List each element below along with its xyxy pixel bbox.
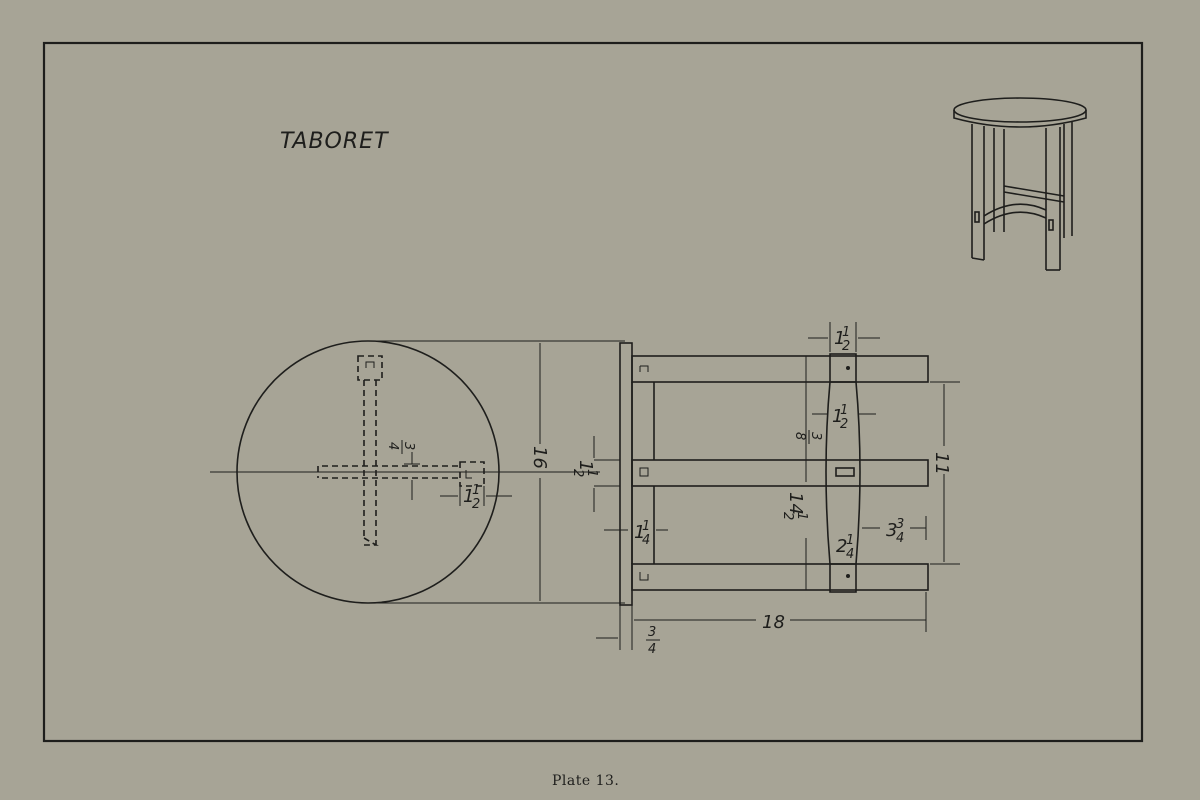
- svg-text:1: 1: [584, 469, 599, 477]
- svg-text:1: 1: [472, 483, 480, 498]
- svg-text:4: 4: [896, 531, 904, 546]
- dim-leg-spacing: 1 1 2: [570, 460, 599, 477]
- svg-text:1: 1: [463, 486, 474, 507]
- svg-text:2: 2: [472, 497, 480, 512]
- dim-stretcher-thickness: 1 1 2: [832, 403, 848, 432]
- svg-text:1: 1: [846, 533, 854, 548]
- svg-text:4: 4: [642, 533, 650, 548]
- svg-text:1: 1: [575, 460, 596, 471]
- perspective-sketch: [953, 97, 1087, 271]
- dim-notch-width: 1 1 2: [463, 483, 480, 512]
- svg-text:3: 3: [808, 432, 823, 440]
- svg-text:3: 3: [401, 442, 416, 450]
- plate-caption: Plate 13.: [552, 773, 619, 789]
- svg-text:3: 3: [886, 520, 897, 541]
- dim-top-diameter: 16: [529, 446, 550, 469]
- dim-16-lines: [368, 340, 625, 604]
- svg-text:2: 2: [570, 469, 585, 477]
- leg-upper: [631, 355, 929, 383]
- svg-text:1: 1: [794, 512, 809, 520]
- svg-text:4: 4: [846, 547, 854, 562]
- leg-middle: [631, 459, 929, 487]
- plate-border: [42, 41, 1144, 743]
- svg-text:1: 1: [832, 406, 843, 427]
- svg-text:2: 2: [836, 536, 847, 557]
- dim-leg-span: 14 1 2: [780, 492, 809, 520]
- dim-cross-width: 3 4: [385, 440, 416, 454]
- dim-leg-width: 1 1 2: [834, 325, 850, 354]
- svg-text:2: 2: [840, 417, 848, 432]
- svg-text:1: 1: [842, 325, 850, 340]
- svg-text:14: 14: [785, 492, 806, 515]
- svg-text:1: 1: [834, 328, 845, 349]
- side-elevation: [619, 342, 929, 606]
- svg-text:1: 1: [840, 403, 848, 418]
- hidden-cross: [317, 355, 485, 546]
- dim-overhang: 3 4: [646, 625, 660, 657]
- svg-text:4: 4: [385, 442, 400, 450]
- dim-top-thickness: 1 1 4: [634, 519, 650, 548]
- leg-mortise-marks: [639, 365, 649, 581]
- svg-text:4: 4: [648, 642, 656, 657]
- svg-text:1: 1: [634, 522, 645, 543]
- curved-stretcher: [825, 353, 861, 593]
- plan-mortise-marks: [365, 361, 472, 479]
- leg-lower: [631, 563, 929, 591]
- plate-title: TABORET: [280, 129, 389, 154]
- svg-text:2: 2: [780, 512, 795, 520]
- dim-stretcher-height: 11: [931, 452, 952, 475]
- dim-overall-height: 18: [762, 612, 785, 633]
- top-board-edge: [619, 342, 633, 606]
- svg-text:1: 1: [642, 519, 650, 534]
- svg-text:8: 8: [792, 432, 807, 440]
- svg-text:3: 3: [896, 517, 904, 532]
- dim-curve-depth: 2 1 4: [836, 533, 854, 562]
- plan-view: 3 4 1 1 2: [210, 340, 600, 604]
- svg-text:2: 2: [842, 339, 850, 354]
- svg-text:3: 3: [648, 625, 656, 640]
- dim-base-offset: 3 3 4: [886, 517, 904, 546]
- dim-tenon: 3 8: [792, 430, 823, 444]
